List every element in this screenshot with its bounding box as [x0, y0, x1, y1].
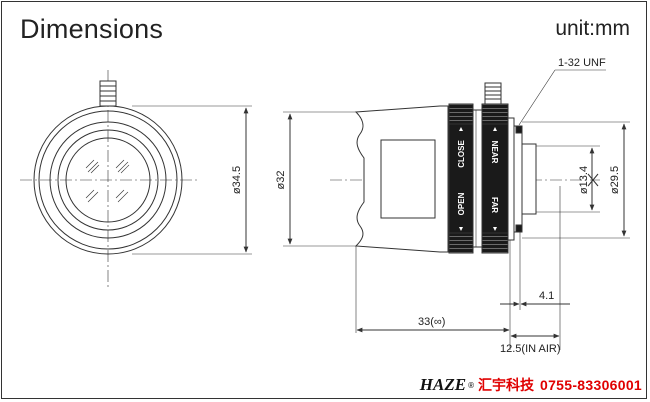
close-arrow-icon	[459, 127, 463, 131]
brand-logo: HAZE	[419, 375, 467, 394]
iris-open-label: OPEN	[457, 192, 466, 215]
rear-bore	[521, 143, 537, 215]
front-diameter-label: ø34.5	[231, 166, 243, 194]
iris-close-label: CLOSE	[457, 140, 466, 168]
outer-ring-inner	[38, 110, 178, 250]
front-view	[20, 70, 252, 290]
thread-leader	[518, 69, 556, 126]
company-name: 汇宇科技	[478, 378, 534, 394]
registered-mark: ®	[468, 380, 474, 390]
page-title: Dimensions	[20, 14, 164, 44]
focus-near-label: NEAR	[490, 141, 499, 164]
glass-reflection	[85, 159, 130, 203]
body-diameter-label: ø32	[275, 171, 287, 190]
near-arrow-icon	[493, 127, 497, 131]
front-bezel	[49, 121, 167, 239]
thread-spec-label: 1-32 UNF	[558, 57, 606, 69]
open-arrow-icon	[459, 227, 463, 231]
bore-diameter-label: ø13.4	[578, 166, 590, 194]
lens-barrel	[354, 105, 449, 253]
iris-ring-labels: CLOSE OPEN	[457, 127, 466, 231]
barrel-window	[380, 139, 436, 219]
focus-ring-labels: NEAR FAR	[490, 127, 499, 231]
far-arrow-icon	[493, 227, 497, 231]
front-set-screw	[99, 80, 117, 107]
unit-label: unit:mm	[555, 17, 630, 40]
front-bezel-inner	[57, 129, 159, 231]
focus-set-screw	[484, 82, 502, 105]
side-view	[283, 69, 630, 350]
front-glass	[65, 137, 151, 223]
mount-diameter-label: ø29.5	[609, 166, 621, 194]
focus-far-label: FAR	[490, 197, 499, 213]
length-label: 33(∞)	[418, 316, 445, 328]
c-mount-thread	[513, 125, 523, 233]
footer-brand: HAZE ® 汇宇科技 0755-83306001	[420, 375, 642, 395]
flange-back-label: 12.5(IN AIR)	[500, 343, 561, 355]
offset-label: 4.1	[539, 290, 554, 302]
company-phone: 0755-83306001	[540, 377, 642, 393]
mount-flange	[507, 117, 515, 241]
